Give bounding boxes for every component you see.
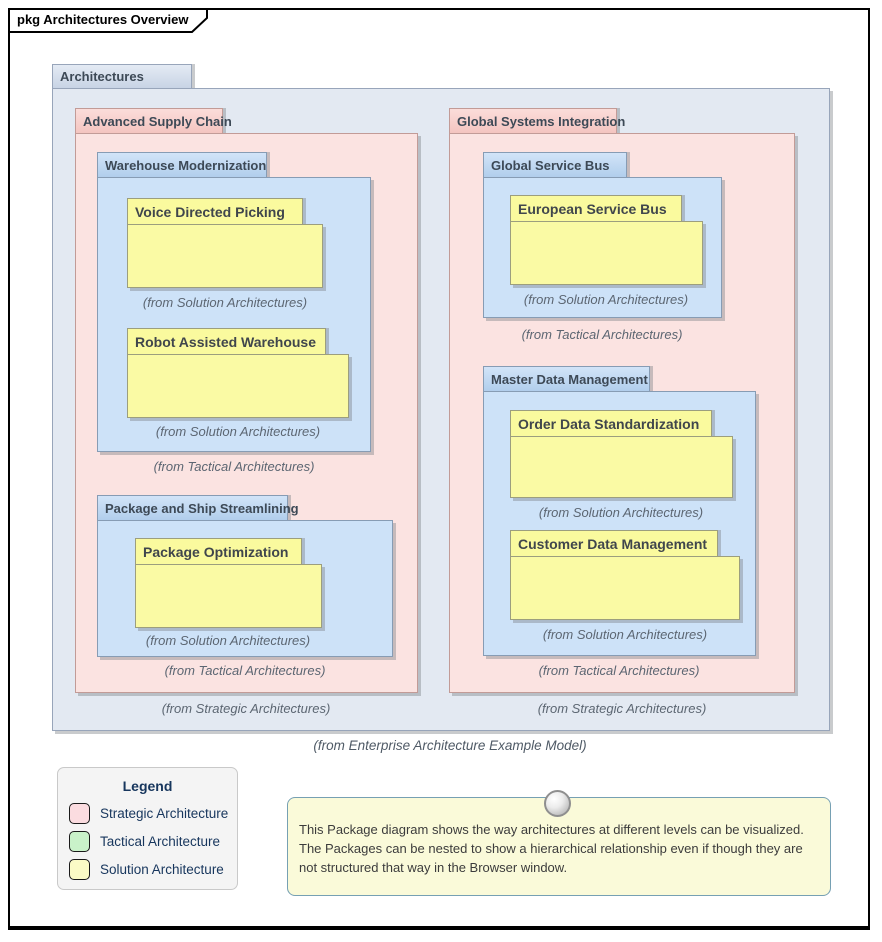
package-tab-robot-assisted-warehouse[interactable]: Robot Assisted Warehouse [127, 328, 326, 355]
diagram-frame [8, 8, 870, 930]
package-name: Package Optimization [143, 543, 289, 560]
legend-item-label: Tactical Architecture [100, 834, 221, 849]
package-body-package-optimization[interactable] [135, 564, 322, 628]
note-pin-icon [544, 790, 571, 817]
legend-item-tactical: Tactical Architecture [69, 831, 237, 852]
caption-global-service-bus: (from Tactical Architectures) [521, 327, 683, 342]
caption-customer-data-management: (from Solution Architectures) [542, 627, 708, 642]
caption-warehouse-modernization: (from Tactical Architectures) [153, 459, 315, 474]
package-tab-global-service-bus[interactable]: Global Service Bus [483, 152, 627, 178]
note-text: This Package diagram shows the way archi… [299, 822, 804, 875]
legend-item-label: Solution Architecture [100, 862, 224, 877]
package-tab-global-systems-integration[interactable]: Global Systems Integration [449, 108, 625, 134]
caption-voice-directed-picking: (from Solution Architectures) [142, 295, 308, 310]
package-name: European Service Bus [518, 200, 667, 217]
note-box[interactable]: This Package diagram shows the way archi… [287, 797, 831, 896]
package-tab-order-data-standardization[interactable]: Order Data Standardization [510, 410, 712, 437]
caption-master-data-management: (from Tactical Architectures) [538, 663, 700, 678]
package-body-order-data-standardization[interactable] [510, 436, 733, 498]
caption-architectures-root: (from Enterprise Architecture Example Mo… [313, 738, 587, 753]
legend-item-label: Strategic Architecture [100, 806, 229, 821]
package-tab-advanced-supply-chain[interactable]: Advanced Supply Chain [75, 108, 232, 134]
package-name: Warehouse Modernization [105, 157, 267, 173]
package-body-customer-data-management[interactable] [510, 556, 740, 620]
package-tab-architectures[interactable]: Architectures [52, 64, 192, 89]
package-name: Voice Directed Picking [135, 203, 285, 220]
legend-title: Legend [122, 778, 173, 794]
frame-label-text: pkg Architectures Overview [17, 12, 189, 27]
caption-robot-assisted-warehouse: (from Solution Architectures) [155, 424, 321, 439]
package-tab-package-optimization[interactable]: Package Optimization [135, 538, 302, 565]
caption-advanced-supply-chain: (from Strategic Architectures) [161, 701, 331, 716]
package-name: Architectures [60, 69, 144, 84]
package-name: Robot Assisted Warehouse [135, 333, 316, 350]
package-name: Customer Data Management [518, 535, 708, 552]
package-tab-master-data-management[interactable]: Master Data Management [483, 366, 650, 392]
package-tab-european-service-bus[interactable]: European Service Bus [510, 195, 682, 222]
package-body-european-service-bus[interactable] [510, 221, 703, 285]
legend-box[interactable]: Legend Strategic Architecture Tactical A… [57, 767, 238, 890]
package-name: Order Data Standardization [518, 415, 700, 432]
package-name: Global Service Bus [491, 157, 610, 173]
package-tab-voice-directed-picking[interactable]: Voice Directed Picking [127, 198, 303, 225]
package-name: Package and Ship Streamlining [105, 500, 299, 516]
strategic-color-swatch-icon [69, 803, 90, 824]
package-body-robot-assisted-warehouse[interactable] [127, 354, 349, 418]
package-tab-package-and-ship-streamlining[interactable]: Package and Ship Streamlining [97, 495, 299, 521]
caption-package-and-ship-streamlining: (from Tactical Architectures) [164, 663, 326, 678]
package-tab-customer-data-management[interactable]: Customer Data Management [510, 530, 718, 557]
frame-label: pkg Architectures Overview [8, 8, 212, 34]
package-name: Advanced Supply Chain [83, 113, 232, 129]
tactical-color-swatch-icon [69, 831, 90, 852]
caption-package-optimization: (from Solution Architectures) [145, 633, 311, 648]
legend-item-solution: Solution Architecture [69, 859, 237, 880]
package-name: Global Systems Integration [457, 113, 626, 129]
package-body-voice-directed-picking[interactable] [127, 224, 323, 288]
caption-order-data-standardization: (from Solution Architectures) [538, 505, 704, 520]
legend-item-strategic: Strategic Architecture [69, 803, 237, 824]
frame-label-pentagon-icon [8, 8, 208, 33]
caption-european-service-bus: (from Solution Architectures) [523, 292, 689, 307]
package-tab-warehouse-modernization[interactable]: Warehouse Modernization [97, 152, 267, 178]
solution-color-swatch-icon [69, 859, 90, 880]
caption-global-systems-integration: (from Strategic Architectures) [537, 701, 707, 716]
package-name: Master Data Management [491, 371, 648, 387]
